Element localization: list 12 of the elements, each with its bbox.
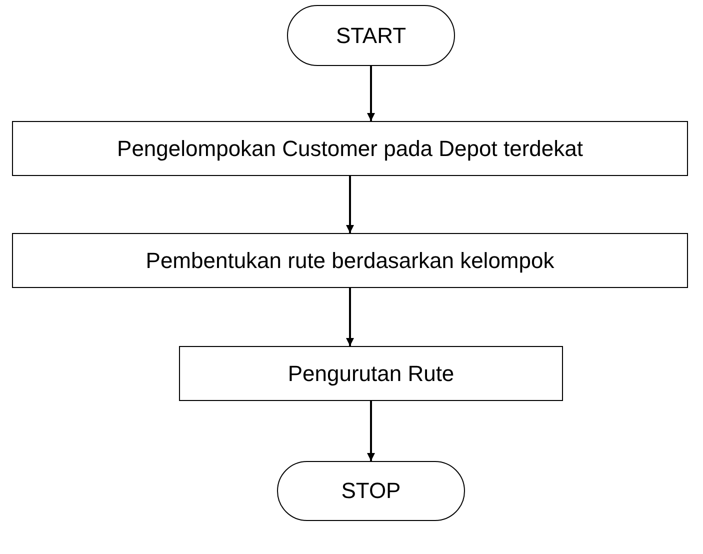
node-label: Pembentukan rute berdasarkan kelompok — [146, 248, 554, 274]
node-label: Pengurutan Rute — [288, 360, 454, 386]
node-label: START — [336, 22, 406, 48]
arrow — [367, 401, 375, 461]
node-label: STOP — [341, 478, 401, 504]
arrow — [367, 66, 375, 121]
process-box — [179, 346, 563, 401]
arrow — [346, 288, 354, 346]
arrow — [346, 176, 354, 233]
node-label: Pengelompokan Customer pada Depot terdekat — [117, 136, 583, 162]
process-box — [12, 121, 688, 176]
process-box — [12, 233, 688, 288]
